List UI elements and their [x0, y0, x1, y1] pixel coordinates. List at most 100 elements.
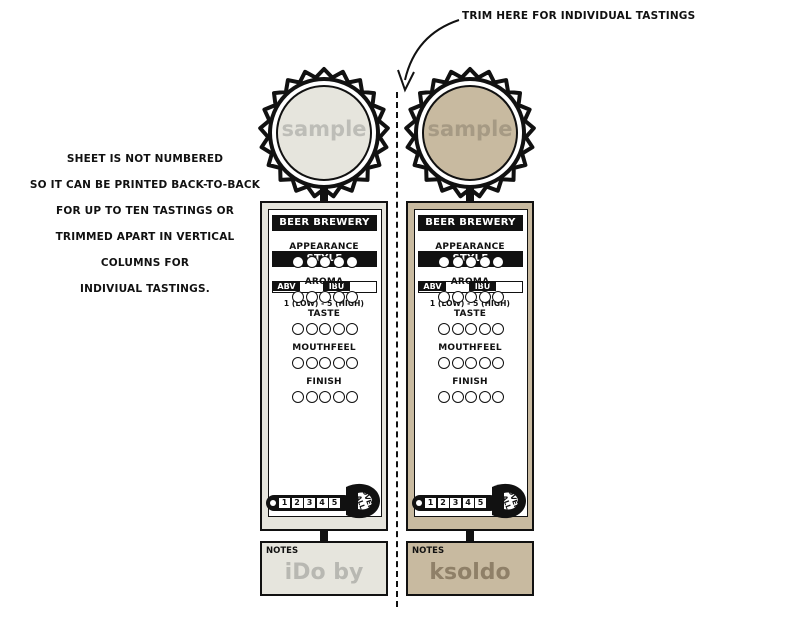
rating-circle[interactable] — [305, 357, 318, 369]
rating-circle[interactable] — [465, 323, 477, 335]
instruction-line: COLUMNS FOR — [100, 257, 190, 269]
overall-score-box[interactable]: 5 — [329, 498, 340, 508]
rating-circle[interactable] — [332, 391, 345, 403]
rating-circles[interactable] — [292, 391, 358, 403]
category-label: MOUTHFEEL — [438, 343, 502, 353]
instruction-line: INDIVIUAL TASTINGS. — [80, 283, 210, 295]
overall-score-box[interactable]: 4 — [316, 498, 328, 508]
brewery-label[interactable]: BEER BREWERY — [272, 215, 377, 231]
brewery-label[interactable]: BEER BREWERY — [418, 215, 523, 231]
rating-circle[interactable] — [478, 291, 491, 303]
notes-watermark: iDo by — [284, 560, 364, 585]
notes-label: NOTES — [412, 546, 445, 556]
abv-label: ABV — [419, 282, 446, 291]
rating-circle[interactable] — [465, 291, 477, 303]
rating-circle[interactable] — [492, 323, 504, 335]
rating-circle[interactable] — [465, 357, 477, 369]
rating-circle[interactable] — [319, 291, 331, 303]
rating-circles[interactable] — [292, 357, 358, 369]
scale-note: 1 (LOW) - 5 (HIGH) — [429, 299, 511, 308]
rating-circle[interactable] — [292, 256, 304, 268]
rating-circles[interactable] — [438, 357, 504, 369]
category-label: FINISH — [306, 377, 342, 387]
ibu-label: IBU — [469, 282, 496, 291]
bottle-cap: sample — [400, 63, 540, 203]
rating-circle[interactable] — [305, 256, 318, 268]
rating-circle[interactable] — [292, 323, 304, 335]
cap-stem — [466, 185, 474, 201]
category-label: FINISH — [452, 377, 488, 387]
rating-circle[interactable] — [438, 391, 450, 403]
notes-box[interactable]: NOTES ksoldo — [406, 541, 534, 596]
rating-circle[interactable] — [478, 323, 491, 335]
rating-circle[interactable] — [465, 391, 477, 403]
overall-score-box[interactable]: 1 — [425, 498, 436, 508]
rating-circle[interactable] — [438, 291, 450, 303]
rating-circle[interactable] — [346, 357, 358, 369]
rating-circle[interactable] — [438, 357, 450, 369]
rating-circle[interactable] — [332, 291, 345, 303]
tasting-card: sample BEER BREWERY STYLE ABV IBU 1 (LOW… — [258, 63, 390, 608]
instruction-line: SO IT CAN BE PRINTED BACK-TO-BACK — [29, 179, 261, 191]
rating-circle[interactable] — [451, 323, 464, 335]
rating-circles[interactable] — [438, 323, 504, 335]
rating-circles[interactable] — [292, 291, 358, 303]
rating-circle[interactable] — [451, 291, 464, 303]
rating-circle[interactable] — [438, 323, 450, 335]
rating-circle[interactable] — [332, 357, 345, 369]
tasting-panel: BEER BREWERY STYLE ABV IBU 1 (LOW) - 5 (… — [260, 201, 388, 531]
rating-circle[interactable] — [292, 357, 304, 369]
rating-circle[interactable] — [305, 291, 318, 303]
rating-circle[interactable] — [438, 256, 450, 268]
cap-stem — [320, 185, 328, 201]
rating-circle[interactable] — [346, 291, 358, 303]
rating-circle[interactable] — [319, 323, 331, 335]
rating-circle[interactable] — [492, 391, 504, 403]
trim-arrow — [397, 19, 460, 93]
overall-score-box[interactable]: 2 — [291, 498, 303, 508]
rating-circle[interactable] — [319, 256, 331, 268]
rating-circles[interactable] — [292, 256, 358, 268]
overall-score-box[interactable]: 3 — [304, 498, 315, 508]
rating-circles[interactable] — [438, 391, 504, 403]
overall-score-box[interactable]: 3 — [450, 498, 461, 508]
rating-circle[interactable] — [451, 256, 464, 268]
overall-score-box[interactable]: 1 — [279, 498, 290, 508]
rating-circle[interactable] — [319, 357, 331, 369]
rating-circle[interactable] — [478, 256, 491, 268]
notes-watermark: ksoldo — [429, 560, 511, 585]
rating-circle[interactable] — [305, 323, 318, 335]
notes-box[interactable]: NOTES iDo by — [260, 541, 388, 596]
rating-circle[interactable] — [346, 256, 358, 268]
notes-stem — [466, 529, 474, 541]
overall-score-box[interactable]: 5 — [475, 498, 486, 508]
rating-circle[interactable] — [478, 357, 491, 369]
rating-circle[interactable] — [305, 391, 318, 403]
rating-circle[interactable] — [319, 391, 331, 403]
overall-score-box[interactable]: 4 — [462, 498, 474, 508]
rating-circle[interactable] — [332, 256, 345, 268]
rating-circle[interactable] — [332, 323, 345, 335]
rating-circles[interactable] — [438, 256, 504, 268]
rating-circle[interactable] — [292, 291, 304, 303]
rating-circle[interactable] — [492, 256, 504, 268]
rating-circle[interactable] — [451, 391, 464, 403]
instructions-block: SHEET IS NOT NUMBERED SO IT CAN BE PRINT… — [20, 146, 270, 302]
rating-circle[interactable] — [478, 391, 491, 403]
rating-circle[interactable] — [292, 391, 304, 403]
rating-circle[interactable] — [346, 323, 358, 335]
category-label: MOUTHFEEL — [292, 343, 356, 353]
notes-stem — [320, 529, 328, 541]
rating-circle[interactable] — [465, 256, 477, 268]
rating-circle[interactable] — [346, 391, 358, 403]
cap-watermark: sample — [281, 117, 367, 141]
rating-circle[interactable] — [451, 357, 464, 369]
rating-circle[interactable] — [492, 291, 504, 303]
rating-circle[interactable] — [492, 357, 504, 369]
notes-label: NOTES — [266, 546, 299, 556]
overall-score-box[interactable]: 2 — [437, 498, 449, 508]
category-label: TASTE — [307, 309, 341, 319]
rating-circles[interactable] — [292, 323, 358, 335]
rating-circles[interactable] — [438, 291, 504, 303]
